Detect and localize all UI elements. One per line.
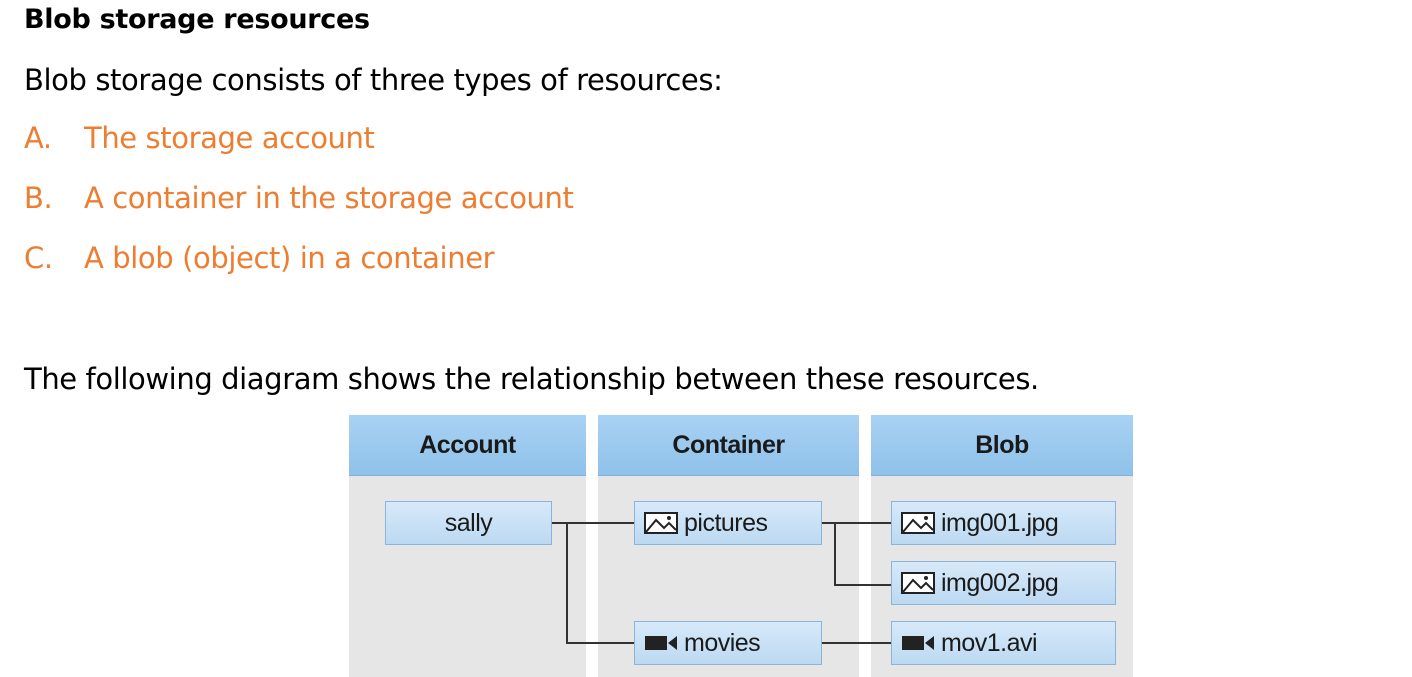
list-item: C. A blob (object) in a container xyxy=(24,238,573,298)
list-marker: A. xyxy=(24,121,52,155)
node-label: img002.jpg xyxy=(941,568,1059,597)
diagram-caption: The following diagram shows the relation… xyxy=(24,362,1039,396)
list-item: B. A container in the storage account xyxy=(24,178,574,238)
blob-column-header: Blob xyxy=(871,415,1133,476)
list-item: A. The storage account xyxy=(24,118,573,178)
blob-node-mov1[interactable]: mov1.avi xyxy=(891,621,1116,665)
connector-pictures-img002 xyxy=(834,523,893,586)
list-item-text: The storage account xyxy=(84,121,375,155)
node-label: img001.jpg xyxy=(941,508,1059,537)
account-column-header: Account xyxy=(349,415,586,476)
image-icon xyxy=(901,512,935,534)
connector-lines xyxy=(551,522,893,644)
connector-sally-movies xyxy=(566,523,635,644)
list-marker: B. xyxy=(24,181,53,215)
account-column: Account xyxy=(349,415,586,677)
list-marker: C. xyxy=(24,241,53,275)
video-camera-icon xyxy=(644,634,678,652)
node-label: pictures xyxy=(684,508,768,537)
node-label: sally xyxy=(444,508,493,537)
list-item-text: A container in the storage account xyxy=(84,181,574,215)
container-column-header: Container xyxy=(598,415,859,476)
section-heading: Blob storage resources xyxy=(24,4,370,35)
video-camera-icon xyxy=(901,634,935,652)
resource-type-list: A. The storage account B. A container in… xyxy=(24,118,574,298)
blob-node-img001[interactable]: img001.jpg xyxy=(891,501,1116,545)
image-icon xyxy=(644,512,678,534)
blob-node-img002[interactable]: img002.jpg xyxy=(891,561,1116,605)
blob-storage-diagram: Account Container Blob sally pictures mo… xyxy=(349,415,1133,677)
node-label: movies xyxy=(684,628,761,657)
list-item-text: A blob (object) in a container xyxy=(84,241,495,275)
intro-text: Blob storage consists of three types of … xyxy=(24,63,723,97)
container-node-movies[interactable]: movies xyxy=(634,621,822,665)
container-node-pictures[interactable]: pictures xyxy=(634,501,822,545)
node-label: mov1.avi xyxy=(941,628,1038,657)
account-node-sally[interactable]: sally xyxy=(385,501,552,545)
image-icon xyxy=(901,572,935,594)
